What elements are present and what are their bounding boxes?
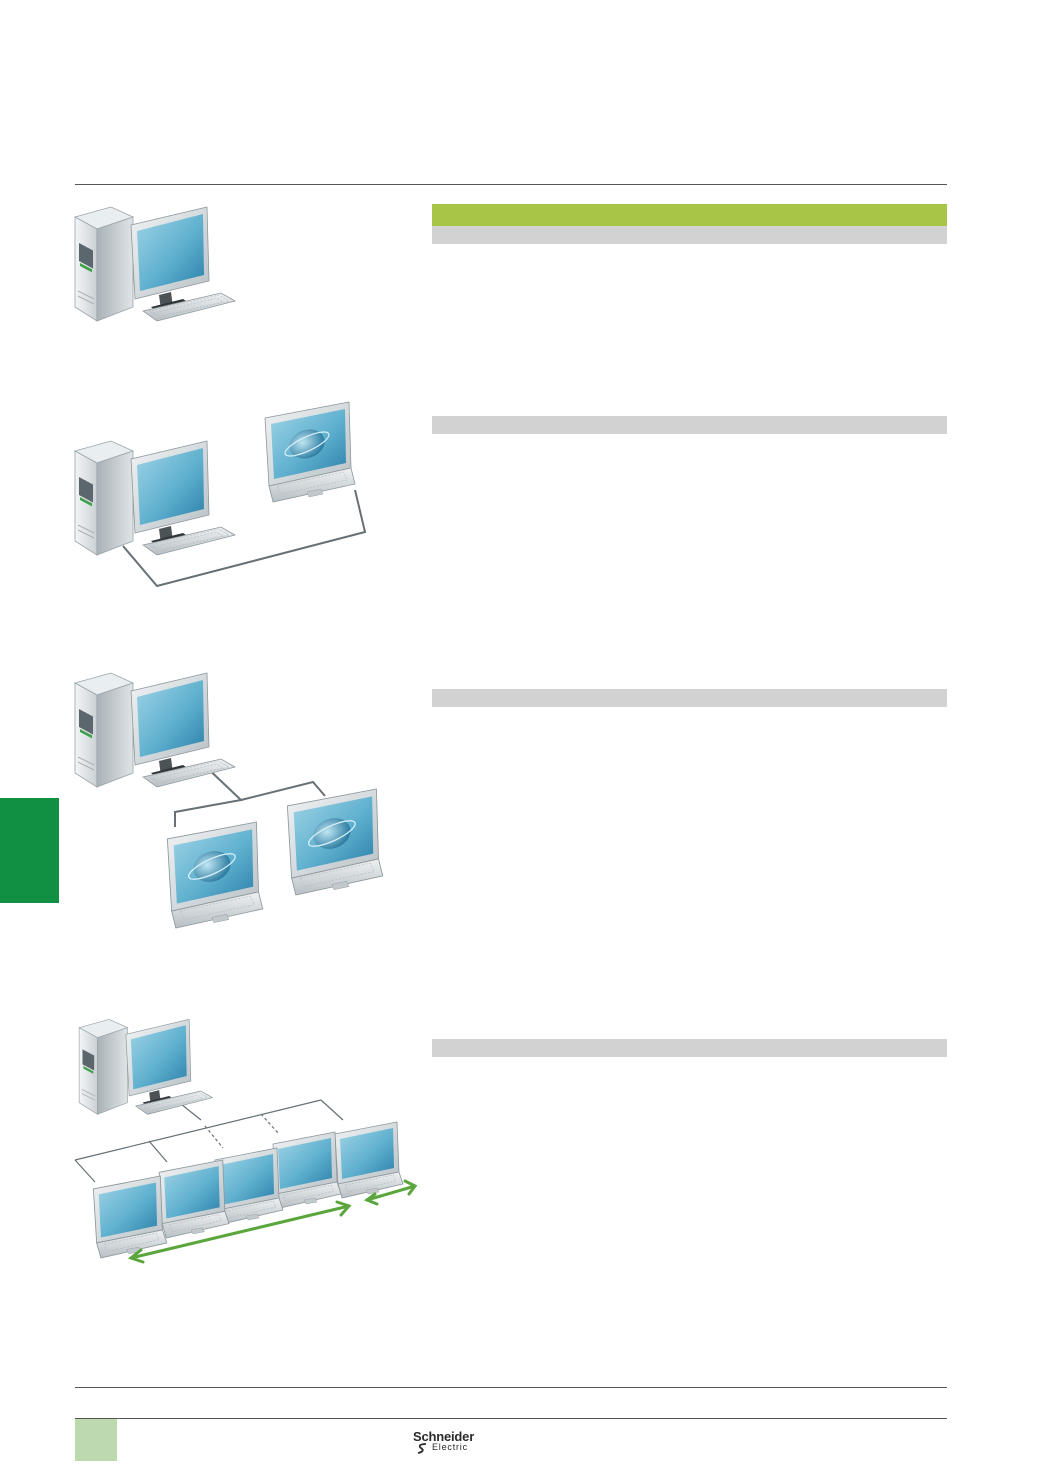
extension-arrow-icon — [363, 1179, 418, 1206]
brand-sub: Electric — [432, 1442, 468, 1452]
footer-rule — [75, 1418, 947, 1419]
section-bar-3 — [432, 689, 947, 707]
range-arrow-icon — [127, 1200, 352, 1264]
single-desktop-illustration — [74, 206, 236, 322]
laptop-globe-icon — [286, 788, 384, 896]
laptop-globe-icon — [166, 821, 264, 929]
desktop-laptop-illustration — [74, 401, 367, 588]
schneider-electric-logo-icon — [417, 1443, 427, 1454]
section-bar-4 — [432, 1039, 947, 1057]
brand-name: Schneider — [413, 1429, 475, 1444]
side-tab — [0, 798, 59, 903]
desktop-two-laptops-illustration — [74, 672, 384, 929]
laptop-globe-icon — [264, 401, 356, 503]
laptop-icon — [334, 1121, 404, 1199]
desktop-laptop-network-illustration — [74, 1018, 418, 1264]
desktop-computer-icon — [78, 1018, 213, 1115]
section-bar-2 — [432, 416, 947, 434]
schneider-electric-logo: Schneider Electric — [413, 1429, 493, 1455]
desktop-computer-icon — [74, 672, 236, 788]
desktop-computer-icon — [74, 440, 236, 556]
bottom-rule — [75, 1387, 947, 1388]
top-rule — [75, 184, 947, 185]
section-header-bar — [432, 204, 947, 226]
laptop-icon — [158, 1159, 230, 1239]
footer-page-tab — [75, 1419, 117, 1461]
laptop-icon — [92, 1175, 168, 1259]
section-bar-1 — [432, 226, 947, 244]
desktop-computer-icon — [74, 206, 236, 322]
laptop-icon — [272, 1131, 342, 1209]
